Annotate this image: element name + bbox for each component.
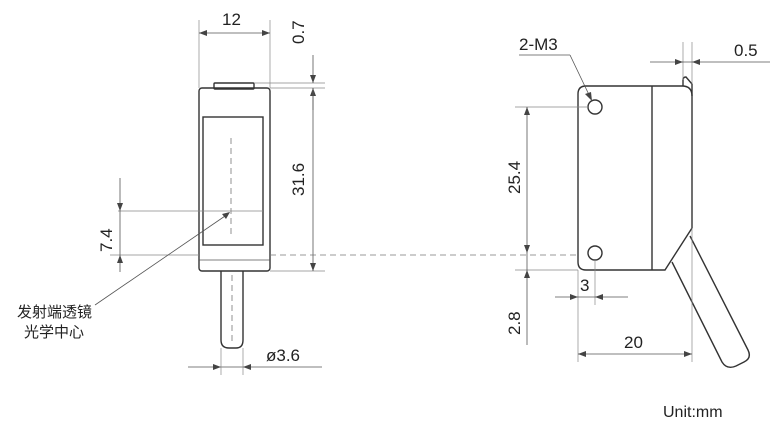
- dim-28-arrow: [524, 270, 530, 278]
- dim-316-arrow-bottom: [310, 263, 316, 271]
- dim-cable-arrow-left: [213, 364, 221, 370]
- dim-07-arrow-top: [310, 75, 316, 83]
- side-view: 2-M3 0.5 25.4 3 2.8 20: [505, 35, 770, 369]
- lens-center-label-2: 光学中心: [24, 323, 84, 341]
- dim-12-arrow-left: [199, 30, 207, 36]
- dim-05-arrow-left: [675, 59, 683, 65]
- thread-leader-arrow: [585, 92, 592, 101]
- unit-label: Unit:mm: [663, 404, 723, 421]
- dim-254-arrow-top: [524, 107, 530, 115]
- thread-label: 2-M3: [519, 35, 558, 54]
- mount-hole-top: [587, 99, 603, 115]
- dim-hole-spacing-label: 25.4: [505, 161, 524, 194]
- dim-hole-offset-x-label: 3: [580, 276, 589, 295]
- dim-20-arrow-right: [684, 351, 692, 357]
- dim-cable-arrow-right: [243, 364, 251, 370]
- front-lens-window: [202, 116, 264, 246]
- lens-center-leader: [94, 213, 229, 306]
- dim-height-label: 31.6: [289, 163, 308, 196]
- thread-leader: [569, 54, 592, 100]
- mount-hole-bottom: [587, 245, 603, 261]
- side-cable: [671, 235, 751, 369]
- dim-center-height-label: 7.4: [97, 228, 116, 252]
- dim-74-arrow-top: [117, 203, 123, 211]
- front-view: 12 0.7 31.6 7.4 发射端透镜 光学中心 ø3.6: [17, 10, 325, 375]
- dim-12-arrow-right: [262, 30, 270, 36]
- dim-05-arrow-right: [692, 59, 700, 65]
- side-body-outline: [577, 85, 693, 271]
- front-body-outline: [198, 87, 271, 272]
- dim-hole-offset-y-label: 2.8: [505, 311, 524, 335]
- dim-3-arrow-right: [595, 294, 603, 300]
- dim-top-offset-label: 0.7: [289, 20, 308, 44]
- dim-3-arrow-left: [570, 294, 578, 300]
- dim-74-arrow-bottom: [117, 255, 123, 263]
- dim-254-arrow-bottom: [524, 245, 530, 253]
- front-top-cap: [213, 82, 255, 90]
- lens-center-label-1: 发射端透镜: [17, 303, 92, 321]
- front-cable: [220, 271, 244, 349]
- dim-side-top-offset-label: 0.5: [734, 41, 758, 60]
- dim-20-arrow-left: [578, 351, 586, 357]
- dim-cable-diameter-label: ø3.6: [266, 346, 300, 365]
- lens-center-leader-arrow: [222, 212, 230, 219]
- dim-width-label: 12: [222, 10, 241, 29]
- dim-depth-label: 20: [624, 333, 643, 352]
